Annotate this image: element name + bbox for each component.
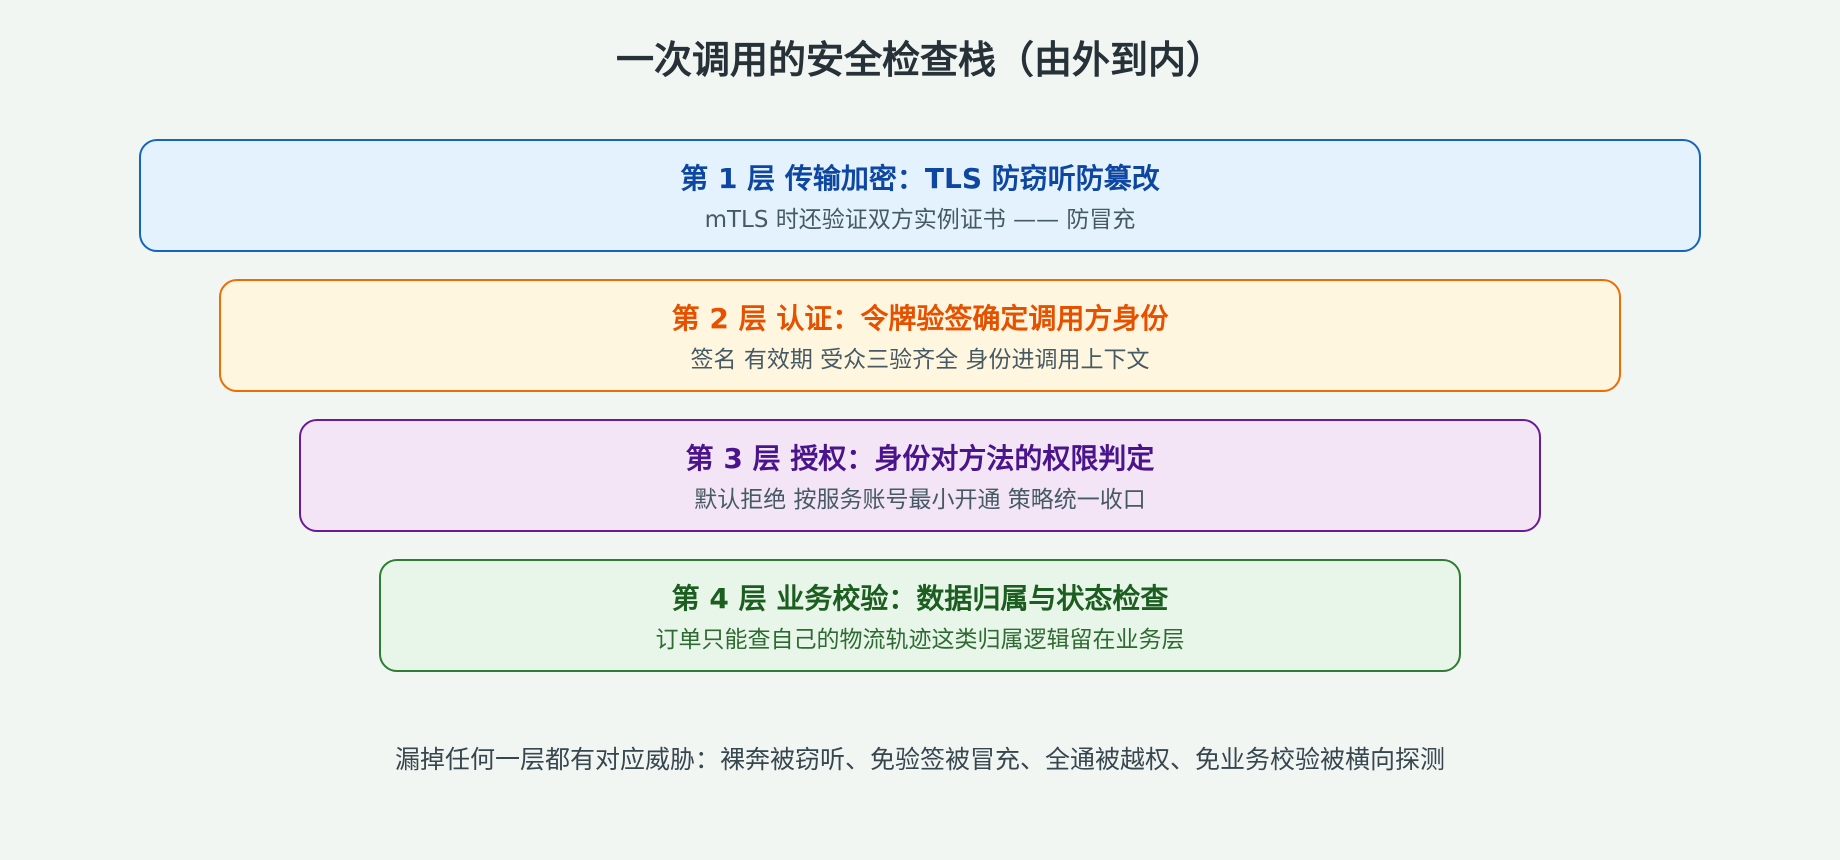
layer-2-authentication: 第 2 层 认证：令牌验签确定调用方身份 签名 有效期 受众三验齐全 身份进调用… xyxy=(219,279,1621,392)
layer-1-heading: 第 1 层 传输加密：TLS 防窃听防篡改 xyxy=(680,162,1160,195)
layer-3-authorization: 第 3 层 授权：身份对方法的权限判定 默认拒绝 按服务账号最小开通 策略统一收… xyxy=(299,419,1541,532)
layer-2-heading: 第 2 层 认证：令牌验签确定调用方身份 xyxy=(671,302,1169,335)
diagram-title: 一次调用的安全检查栈（由外到内） xyxy=(615,38,1224,82)
layer-3-heading: 第 3 层 授权：身份对方法的权限判定 xyxy=(685,442,1155,475)
layer-1-transport-encryption: 第 1 层 传输加密：TLS 防窃听防篡改 mTLS 时还验证双方实例证书 ——… xyxy=(139,139,1701,252)
layer-4-heading: 第 4 层 业务校验：数据归属与状态检查 xyxy=(671,582,1169,615)
layer-3-description: 默认拒绝 按服务账号最小开通 策略统一收口 xyxy=(694,487,1146,513)
layer-2-description: 签名 有效期 受众三验齐全 身份进调用上下文 xyxy=(690,347,1150,373)
layer-4-business-validation: 第 4 层 业务校验：数据归属与状态检查 订单只能查自己的物流轨迹这类归属逻辑留… xyxy=(379,559,1461,672)
footer-note: 漏掉任何一层都有对应威胁：裸奔被窃听、免验签被冒充、全通被越权、免业务校验被横向… xyxy=(394,745,1445,774)
layer-1-description: mTLS 时还验证双方实例证书 —— 防冒充 xyxy=(704,207,1136,233)
layer-4-description: 订单只能查自己的物流轨迹这类归属逻辑留在业务层 xyxy=(655,627,1185,653)
